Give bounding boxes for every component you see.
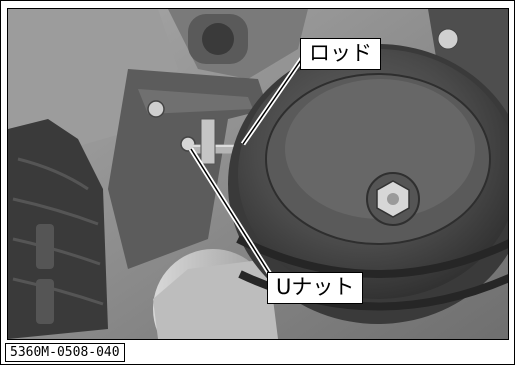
u-nut-callout-label: Uナット [267,272,364,304]
engine-drawing [8,9,508,339]
rod-callout-label: ロッド [300,38,381,70]
figure-code: 5360M-0508-040 [5,343,125,362]
machine-illustration: ロッド Uナット [7,8,509,340]
